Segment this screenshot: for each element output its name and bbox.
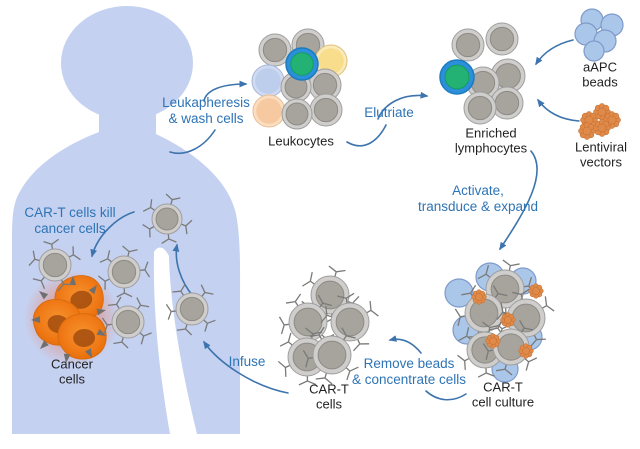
kill-spike-icon xyxy=(84,348,92,358)
arc-leukapheresis-tail xyxy=(169,129,216,154)
leukocytes-cluster xyxy=(251,28,348,130)
enriched-lymphocytes-cluster xyxy=(439,22,526,125)
virus-particle-icon xyxy=(578,122,596,140)
cart-cell-nucleus xyxy=(315,280,345,310)
kill-spike-icon xyxy=(96,308,106,316)
virus-core xyxy=(597,107,607,117)
yellow-cell-core xyxy=(318,48,344,74)
gray-cell-nucleus xyxy=(455,32,481,58)
gray-cell-nucleus xyxy=(489,26,515,52)
kill-spike-icon xyxy=(31,316,41,323)
cart-cells-cluster xyxy=(277,265,379,386)
cancer-nucleus xyxy=(70,290,93,309)
cancer-nucleus xyxy=(73,328,96,347)
person-silhouette xyxy=(12,6,241,434)
car-receptor-icon xyxy=(541,296,555,312)
virus-core xyxy=(475,293,483,301)
kill-spike-icon xyxy=(88,285,97,295)
car-receptor-icon xyxy=(302,271,316,287)
arrow-infuse xyxy=(203,340,289,394)
virus-core xyxy=(582,126,592,136)
gray-cell-nucleus xyxy=(470,70,496,96)
arrow-kill xyxy=(90,211,135,258)
cart-cell-nucleus xyxy=(111,259,137,285)
cart-cell-culture-cluster xyxy=(444,259,555,383)
cancer-site xyxy=(24,270,120,366)
virus-core xyxy=(522,347,530,355)
cancer-cell xyxy=(57,313,107,360)
person-head xyxy=(61,6,193,120)
arrow-leukapheresis xyxy=(203,80,248,102)
cart-cell-nucleus xyxy=(511,303,541,333)
car-receptor-icon xyxy=(278,316,291,335)
arc-remove-tail xyxy=(425,390,467,401)
virus-particle-icon xyxy=(593,119,611,137)
cart-cell-nucleus xyxy=(115,309,141,335)
arrow-aapc xyxy=(535,39,574,66)
cart-cell-nucleus xyxy=(179,296,205,322)
cart-cell-nucleus xyxy=(42,252,68,278)
aapc-beads-cluster xyxy=(574,8,624,62)
gray-cell-nucleus xyxy=(467,95,493,121)
kill-spike-icon xyxy=(69,276,77,286)
gray-cell-nucleus xyxy=(262,37,288,63)
car-receptor-icon xyxy=(523,357,538,371)
virus-core xyxy=(607,115,617,125)
arrow-remove-beads xyxy=(388,335,422,354)
kill-spike-icon xyxy=(63,353,71,363)
green-cell-core xyxy=(290,52,314,76)
arrow-in-body xyxy=(172,243,194,297)
virus-core xyxy=(489,337,497,345)
virus-particle-icon xyxy=(528,283,544,299)
gray-cell-nucleus xyxy=(285,102,309,126)
green-cell-core xyxy=(444,64,470,90)
cart-cell-nucleus xyxy=(317,340,347,370)
virus-particle-icon xyxy=(485,333,501,349)
virus-core xyxy=(532,287,540,295)
infused-cart-cells xyxy=(28,193,216,349)
virus-particle-icon xyxy=(593,103,611,121)
arrow-lentiviral xyxy=(537,98,580,122)
kill-spike-icon xyxy=(96,328,106,336)
cart-cell-nucleus xyxy=(155,207,179,231)
virus-core xyxy=(504,316,512,324)
arrows xyxy=(90,39,580,401)
virus-particle-icon xyxy=(500,312,516,328)
kill-spike-icon xyxy=(39,291,49,300)
cart-cell-nucleus xyxy=(335,307,365,337)
virus-particle-icon xyxy=(518,343,534,359)
gray-cell-nucleus xyxy=(312,72,338,98)
leg-gap xyxy=(153,247,197,434)
lightblue-cell-core xyxy=(255,68,281,94)
car-receptor-icon xyxy=(279,332,294,347)
cart-cell-nucleus xyxy=(293,307,323,337)
virus-core xyxy=(597,123,607,133)
arrow-activate xyxy=(499,150,538,251)
gray-cell-nucleus xyxy=(313,97,339,123)
bead xyxy=(583,40,605,62)
cart-cell-nucleus xyxy=(490,274,520,304)
kill-spike-icon xyxy=(40,340,49,349)
arc-elutriate-tail xyxy=(346,124,387,147)
car-receptor-icon xyxy=(344,366,359,381)
lentiviral-vectors-cluster xyxy=(578,103,621,140)
peach-cell-core xyxy=(256,98,282,124)
car-receptor-icon xyxy=(285,293,302,308)
gray-cell-nucleus xyxy=(494,90,520,116)
virus-particle-icon xyxy=(471,289,487,305)
arrow-elutriate xyxy=(377,91,429,120)
